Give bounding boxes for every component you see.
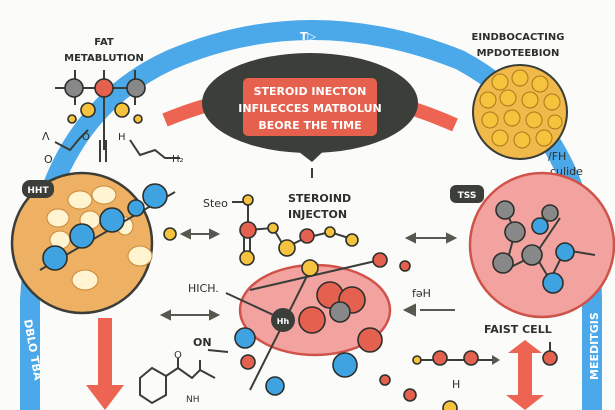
red-down-arrow-right <box>506 340 544 410</box>
hich-label: HICH. <box>188 282 219 295</box>
ring-molecule <box>139 349 229 405</box>
right-note-1: /FH <box>548 150 566 163</box>
tss-badge <box>450 185 484 203</box>
droplet-bubbles <box>479 69 563 149</box>
center-badge-text: Hh <box>277 317 290 326</box>
top-right-label-1: EINDBOCACTING <box>472 32 565 43</box>
center-label-1: STEROIND <box>288 192 351 205</box>
chem-o-bottom: O <box>174 350 182 361</box>
chem-o-left: O <box>44 153 53 166</box>
title-line-1: STEROID INECTON <box>254 85 367 98</box>
fat-cell-vesicles <box>46 185 153 291</box>
chem-o-mid: O <box>82 132 90 143</box>
steo-molecule <box>232 194 359 266</box>
hht-badge-text: HHT <box>27 186 49 196</box>
arrow-left-f6h <box>402 303 455 317</box>
chem-h-mid: H <box>118 132 126 143</box>
blue-chain-left <box>39 183 177 271</box>
red-down-arrow-left <box>86 318 124 410</box>
fat-label-2: METABLUTION <box>64 53 144 64</box>
title-label-box <box>243 78 377 136</box>
steo-label: Steo <box>203 197 228 210</box>
title-line-2: INFILECCES MATBOLUN <box>238 102 381 115</box>
fast-cell-label: FAIST CELL <box>484 323 552 336</box>
center-badge <box>271 308 295 332</box>
h-label: H <box>452 378 460 391</box>
fast-cell-chain <box>412 342 558 366</box>
double-arrow-right <box>404 232 458 244</box>
f6h-label: fəH <box>412 287 431 300</box>
double-arrow-upper-left <box>179 228 221 240</box>
double-arrow-lower-left <box>159 309 221 321</box>
blue-cycle-arc <box>20 20 602 410</box>
on-label: ON <box>193 336 212 349</box>
title-line-3: BEORE THE TIME <box>258 119 361 132</box>
nh-label: NH <box>186 395 200 405</box>
chem-lambda: Λ <box>42 130 50 143</box>
center-label-2: INJECTON <box>288 208 347 221</box>
chem-h2: H₂ <box>172 154 184 165</box>
tss-badge-text: TSS <box>458 191 477 201</box>
title-bubble-tail <box>290 145 330 162</box>
hht-badge <box>22 180 54 198</box>
center-molecule <box>234 252 458 410</box>
arc-top-label: T▷ <box>300 30 317 43</box>
fat-molecule <box>54 70 180 162</box>
right-molecule <box>492 200 596 294</box>
top-right-label-2: MPDOTEEBION <box>477 48 560 59</box>
hich-pointer <box>225 292 281 319</box>
right-arc-label: MEEDITGIS <box>588 312 601 380</box>
fat-label-1: FAT <box>94 37 114 48</box>
